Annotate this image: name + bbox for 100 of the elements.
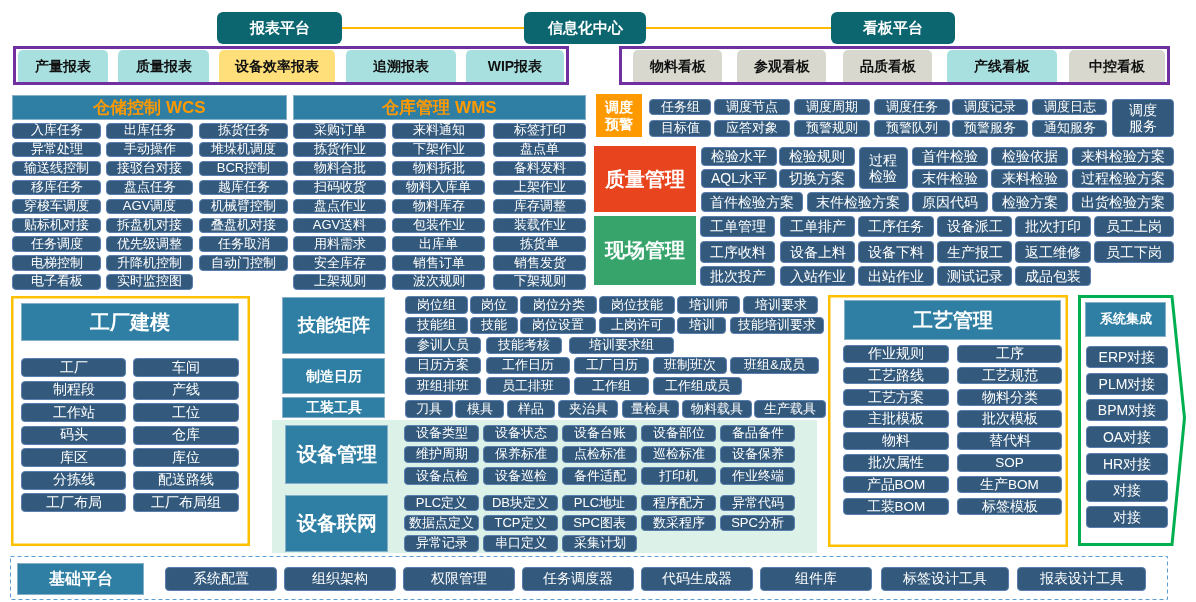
function-tile: 岗位	[470, 296, 518, 314]
category-label: 质量管理	[594, 146, 696, 212]
function-tile: 下架作业	[392, 141, 485, 158]
function-tile: 系统配置	[165, 567, 277, 591]
function-tile: 异常处理	[12, 141, 101, 158]
function-tile: 工厂布局	[21, 493, 126, 512]
function-tile: 工艺方案	[843, 388, 949, 407]
report-tile: 产量报表	[18, 50, 108, 82]
function-tile: 刀具	[405, 400, 453, 418]
function-tile: 物料拆批	[392, 160, 485, 177]
function-tile: 设备台账	[562, 425, 637, 442]
section-header: 工厂建模	[21, 303, 239, 341]
function-tile: 巡检标准	[641, 446, 716, 463]
function-tile: 权限管理	[403, 567, 515, 591]
function-tile: 切换方案	[779, 169, 855, 188]
function-tile: 岗位技能	[599, 296, 675, 314]
function-tile: 电子看板	[12, 274, 101, 290]
function-tile: 包装作业	[392, 217, 485, 233]
function-tile: 批次打印	[1015, 216, 1091, 237]
group-frame	[11, 296, 250, 546]
function-tile: OA对接	[1086, 426, 1168, 449]
section-header: 系统集成	[1085, 302, 1166, 337]
function-tile: 出货检验方案	[1072, 192, 1174, 212]
function-tile: 测试记录	[937, 266, 1012, 286]
function-tile: 过程检验方案	[1072, 169, 1174, 188]
function-tile: 安全库存	[293, 255, 386, 271]
function-tile: 码头	[21, 425, 126, 445]
function-tile: 模具	[455, 400, 504, 418]
function-tile: 出库任务	[106, 123, 193, 139]
function-tile: 设备点检	[404, 467, 479, 485]
function-tile: 备件适配	[562, 467, 637, 485]
function-tile: 拆盘机对接	[106, 217, 193, 233]
section-header: 设备联网	[285, 495, 388, 552]
function-tile: 设备下料	[858, 241, 934, 263]
function-tile: 培训师	[677, 296, 740, 314]
connector-line	[341, 27, 525, 29]
section-header: 设备管理	[285, 425, 388, 484]
function-tile: 堆垛机调度	[199, 141, 288, 158]
function-tile: 标签打印	[493, 123, 586, 139]
function-tile: AQL水平	[701, 169, 777, 188]
function-tile: 工厂日历	[574, 357, 649, 374]
function-tile: 库位	[133, 448, 239, 467]
function-tile: 出站作业	[858, 266, 934, 286]
group-frame	[13, 46, 569, 85]
function-tile: PLM对接	[1086, 372, 1168, 395]
function-tile: 首件检验方案	[701, 192, 803, 212]
function-tile: 组织架构	[284, 567, 396, 591]
function-tile: SPC分析	[720, 515, 795, 531]
function-tile: 工单排产	[780, 216, 855, 237]
function-tile: 目标值	[649, 120, 711, 137]
function-tile: 工作站	[21, 403, 126, 422]
function-tile: 物料库存	[392, 198, 485, 215]
section-header: 仓储控制 WCS	[12, 95, 287, 120]
function-tile: 设备巡检	[483, 467, 558, 485]
function-tile: 手动操作	[106, 141, 193, 158]
function-tile: 来料检验	[991, 169, 1068, 188]
platform-header: 信息化中心	[524, 12, 646, 44]
function-tile: 上岗许可	[599, 317, 675, 334]
function-tile: 调度任务	[874, 99, 950, 115]
function-tile: ERP对接	[1086, 346, 1168, 368]
report-tile: 设备效率报表	[219, 50, 335, 82]
function-tile: 技能	[470, 317, 518, 334]
function-tile: 越库任务	[199, 179, 288, 196]
section-header: 工装工具	[282, 397, 385, 418]
function-tile: 车间	[133, 358, 239, 377]
function-tile: 首件检验	[912, 147, 988, 166]
report-tile: WIP报表	[466, 50, 564, 82]
function-tile: 技能组	[405, 317, 468, 334]
function-tile: 仓库	[133, 425, 239, 445]
group-frame	[619, 46, 1170, 85]
function-tile: 机械臂控制	[199, 198, 288, 215]
function-tile: 检验方案	[992, 192, 1068, 212]
function-tile: 工单管理	[700, 216, 775, 237]
group-background	[272, 420, 817, 553]
function-tile: 叠盘机对接	[199, 217, 288, 233]
function-tile: 物料入库单	[392, 179, 485, 196]
function-tile: 工序任务	[858, 216, 934, 237]
function-tile: 批次属性	[843, 454, 949, 472]
function-tile: 上架作业	[493, 179, 586, 196]
function-tile: 生产BOM	[957, 475, 1062, 494]
function-tile: 调度记录	[952, 99, 1028, 115]
function-tile: 升降机控制	[106, 255, 193, 271]
function-tile: 生产载具	[754, 400, 826, 418]
function-tile: 输送线控制	[12, 160, 101, 177]
function-tile: 来料检验方案	[1072, 147, 1174, 166]
function-tile: 工作组成员	[653, 377, 742, 395]
function-tile: 程序配方	[641, 495, 716, 511]
function-tile: 工作组	[574, 377, 649, 395]
function-tile: 入站作业	[780, 266, 855, 286]
function-tile: 异常代码	[720, 495, 795, 511]
function-tile: 对接	[1086, 479, 1168, 502]
function-tile: 接驳台对接	[106, 160, 193, 177]
function-tile: 班组&成员	[730, 357, 819, 374]
function-tile: 数据点定义	[404, 515, 479, 531]
function-tile: 岗位分类	[520, 296, 597, 314]
function-tile: 任务调度	[12, 236, 101, 252]
function-tile: 销售订单	[392, 255, 485, 271]
function-tile: 成品包装	[1015, 266, 1091, 286]
function-tile: 入库任务	[12, 123, 101, 139]
function-tile: 代码生成器	[641, 567, 753, 591]
